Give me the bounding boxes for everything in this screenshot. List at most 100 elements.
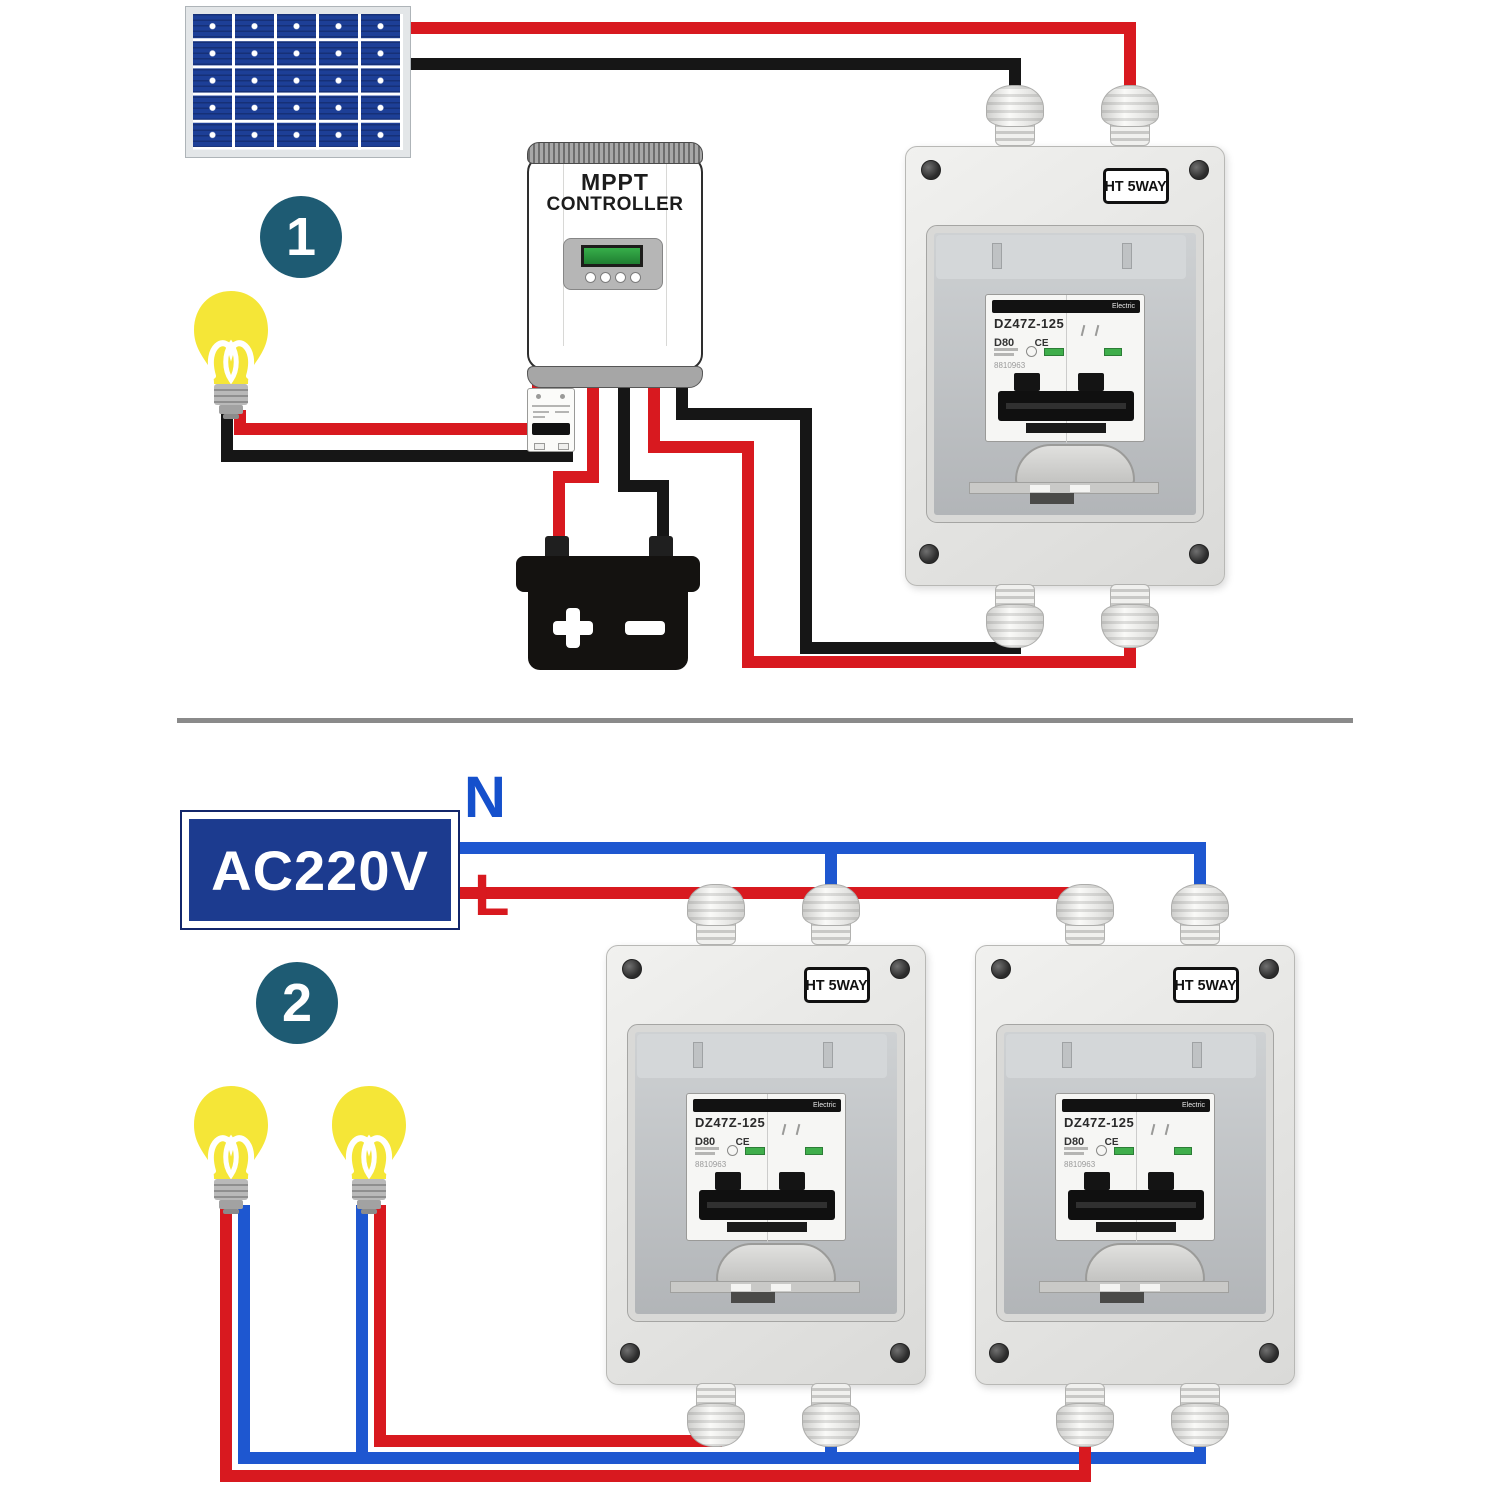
breaker-model-text: DZ47Z-125 xyxy=(695,1115,766,1130)
step-badge-2: 2 xyxy=(256,962,338,1044)
controller-button xyxy=(630,272,641,283)
screw-icon xyxy=(991,959,1011,979)
breaker-line xyxy=(555,411,569,413)
ce-mark: CE xyxy=(735,1137,750,1148)
breaker-serial-text: 8810963 xyxy=(994,361,1026,370)
cable-gland-cap xyxy=(1056,1403,1114,1447)
breaker-toggle-base xyxy=(1026,423,1106,433)
wire-battery-negative xyxy=(618,480,669,492)
breaker-toggle-tab xyxy=(1078,373,1104,391)
latch-slider xyxy=(731,1292,775,1303)
breaker-serial-text: 8810963 xyxy=(1064,1160,1096,1169)
bulb-svg xyxy=(194,291,268,419)
wire-load-negative xyxy=(221,450,573,462)
toggle-stripe xyxy=(1006,403,1126,409)
cable-gland-cap xyxy=(1101,85,1159,127)
breaker-toggle-tab xyxy=(1148,1172,1174,1190)
wire-lamp1-live xyxy=(220,1205,232,1482)
enclosure-window: Electric DZ47Z-125 D80 CE 8810963 xyxy=(996,1024,1274,1322)
indicator-window xyxy=(1044,348,1064,356)
latch-slider xyxy=(1100,1292,1144,1303)
ccc-mark-icon xyxy=(1096,1145,1107,1156)
controller-title-line2: CONTROLLER xyxy=(546,194,684,216)
latch-tab xyxy=(771,1284,791,1291)
breaker-model-text: DZ47Z-125 xyxy=(1064,1115,1135,1130)
wire-controller-pv-negative xyxy=(800,408,812,654)
din-clip xyxy=(1122,243,1132,269)
step-number: 1 xyxy=(285,207,317,267)
screw-icon xyxy=(622,959,642,979)
window-handle xyxy=(716,1243,836,1285)
breaker-line xyxy=(533,416,545,418)
indicator-window xyxy=(805,1147,823,1155)
section-divider xyxy=(177,718,1353,723)
screw-icon xyxy=(620,1343,640,1363)
screw-icon xyxy=(1189,160,1209,180)
wire-battery-positive xyxy=(553,471,565,547)
live-wire-label: L xyxy=(474,863,510,928)
indicator-window xyxy=(1104,348,1122,356)
wire-controller-pv-positive xyxy=(648,441,754,453)
wire-controller-pv-negative xyxy=(800,642,1021,654)
breaker-rating-text: D80 xyxy=(695,1136,716,1148)
breaker-spec-line xyxy=(695,1147,719,1150)
window-gasket xyxy=(1006,1034,1256,1078)
breaker-toggle xyxy=(1068,1190,1204,1220)
wire-battery-positive xyxy=(587,385,599,483)
wire-load-negative xyxy=(221,410,233,462)
screw-icon xyxy=(989,1343,1009,1363)
breaker-enclosure: HT 5WAY Electric DZ47Z-125 D80 CE 881096… xyxy=(606,884,926,1447)
breaker-foot xyxy=(558,443,569,450)
indicator-window xyxy=(745,1147,765,1155)
breaker-rating-row: D80 CE xyxy=(994,333,1049,351)
wire-lamp2-live xyxy=(374,1205,386,1447)
wire-ac-live xyxy=(460,887,1091,899)
cable-gland-cap xyxy=(687,884,745,926)
breaker-toggle-tab xyxy=(779,1172,805,1190)
latch-tab xyxy=(1070,485,1090,492)
pole-schematic-mark xyxy=(1080,324,1086,337)
neutral-wire-label: N xyxy=(464,765,506,830)
latch-tab xyxy=(1140,1284,1160,1291)
enclosure-window: Electric DZ47Z-125 D80 CE 8810963 xyxy=(627,1024,905,1322)
breaker-enclosure: HT 5WAY Electric DZ47Z-125 D80 CE 881096… xyxy=(975,884,1295,1447)
solar-panel-icon xyxy=(185,6,411,158)
breaker-brand-text: Electric xyxy=(813,1102,836,1109)
breaker-spec-line xyxy=(1064,1147,1088,1150)
enclosure-model-text: HT 5WAY xyxy=(1104,177,1168,195)
breaker-toggle xyxy=(998,391,1134,421)
ac-source-label: AC220V xyxy=(180,810,460,930)
breaker-rating-text: D80 xyxy=(994,337,1015,349)
breaker-foot xyxy=(534,443,545,450)
controller-seam xyxy=(666,156,667,346)
latch-tab xyxy=(1100,1284,1120,1291)
minus-symbol xyxy=(625,621,665,635)
wire-pv-positive xyxy=(410,22,1136,34)
toggle-stripe xyxy=(707,1202,827,1208)
wire-lamp2-neutral xyxy=(356,1205,368,1464)
breaker-spec-line xyxy=(994,353,1014,356)
screw-icon xyxy=(919,544,939,564)
light-bulb-icon xyxy=(186,288,276,420)
breaker-toggle-base xyxy=(1096,1222,1176,1232)
wire-lamp1-neutral xyxy=(238,1205,250,1464)
screw-icon xyxy=(1189,544,1209,564)
wire-controller-pv-positive xyxy=(648,385,660,453)
cable-gland-cap xyxy=(986,85,1044,127)
load-mini-breaker xyxy=(527,388,575,452)
window-handle xyxy=(1085,1243,1205,1285)
cable-gland-cap xyxy=(986,604,1044,648)
wire-controller-pv-positive xyxy=(742,656,1136,668)
screw-icon xyxy=(1259,959,1279,979)
breaker-serial-text: 8810963 xyxy=(695,1160,727,1169)
breaker-brand-text: Electric xyxy=(1112,303,1135,310)
din-breaker: Electric DZ47Z-125 D80 CE 8810963 xyxy=(985,294,1145,443)
battery-top xyxy=(516,556,700,592)
latch-tab xyxy=(1030,485,1050,492)
cable-gland-cap xyxy=(802,1403,860,1447)
plus-symbol xyxy=(566,608,580,648)
breaker-toggle-tab xyxy=(1084,1172,1110,1190)
ce-mark: CE xyxy=(1104,1137,1119,1148)
breaker-model-text: DZ47Z-125 xyxy=(994,316,1065,331)
enclosure-model-text: HT 5WAY xyxy=(1174,976,1238,994)
